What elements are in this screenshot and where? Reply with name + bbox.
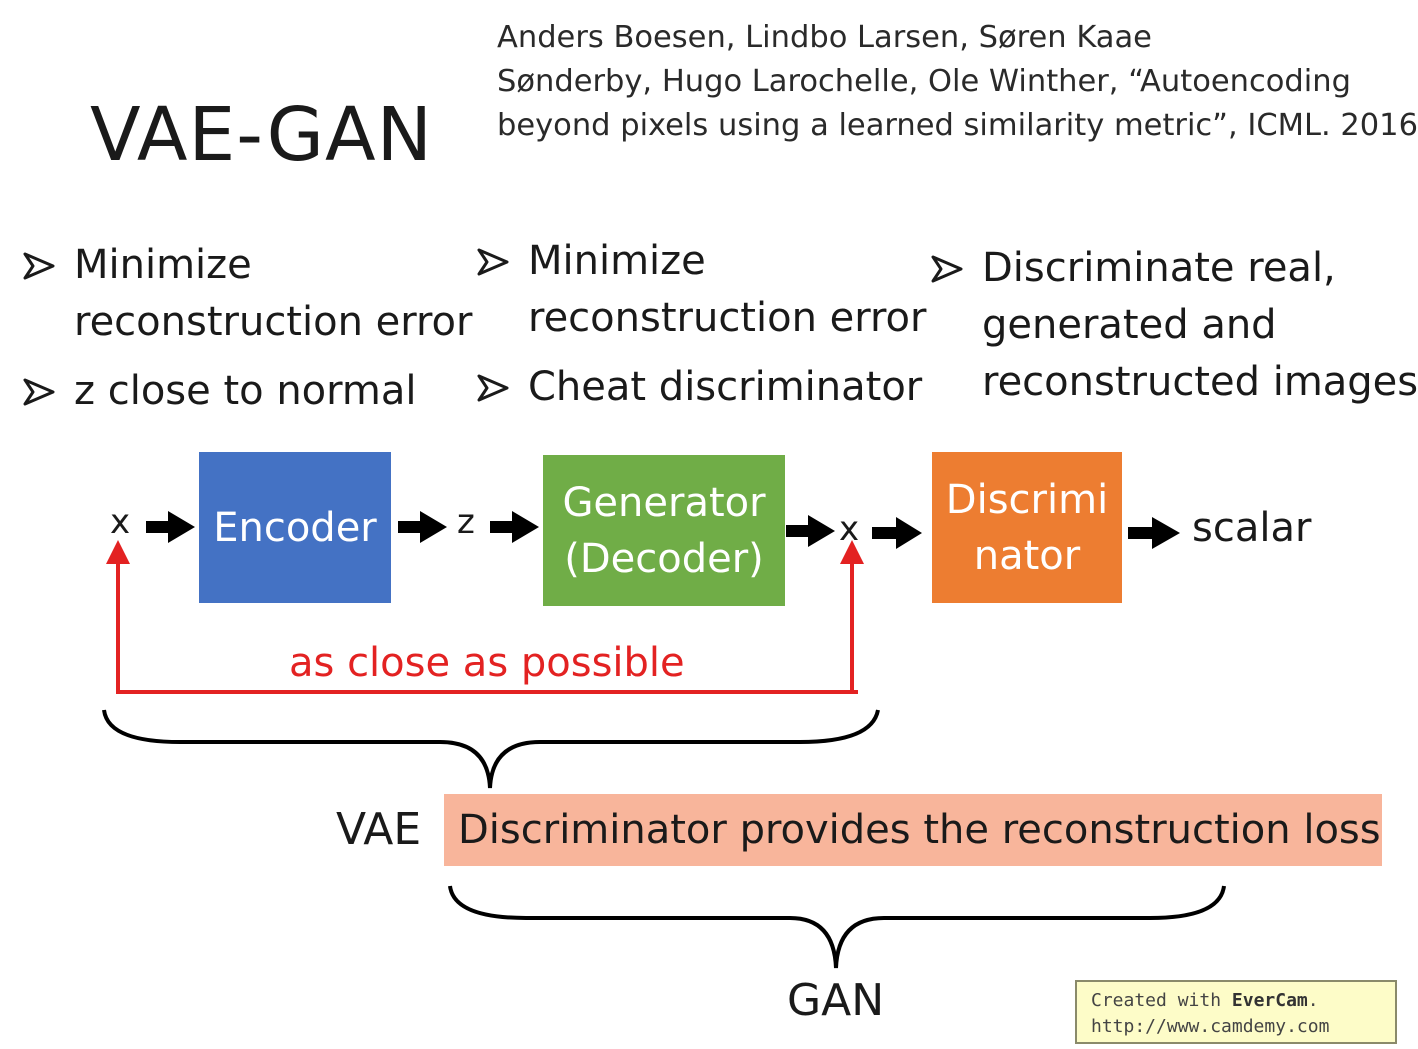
scalar-label: scalar bbox=[1192, 505, 1312, 551]
bullet-text: Minimize bbox=[74, 242, 252, 288]
watermark-prefix: Created with bbox=[1091, 990, 1232, 1011]
input-x-label: x bbox=[110, 502, 131, 542]
bullet-item: Cheat discriminator bbox=[476, 359, 926, 416]
bullet-text: reconstruction error bbox=[74, 299, 473, 345]
discriminator-label-line-2: nator bbox=[973, 532, 1081, 579]
bullet-arrow-icon bbox=[23, 378, 55, 406]
gan-label: GAN bbox=[787, 975, 885, 1026]
bullet-text: z close to normal bbox=[74, 368, 417, 414]
bullet-item: Discriminate real, generated and reconst… bbox=[930, 240, 1418, 411]
discriminator-block[interactable]: Discrimi nator bbox=[932, 452, 1122, 603]
encoder-bullets: Minimize reconstruction error z close to… bbox=[22, 237, 472, 420]
bullet-text: reconstructed images bbox=[982, 359, 1418, 405]
citation-line-1: Anders Boesen, Lindbo Larsen, Søren Kaae bbox=[497, 20, 1152, 55]
bullet-text: Discriminate real, bbox=[982, 245, 1336, 291]
bullet-item: Minimize reconstruction error bbox=[476, 233, 926, 347]
latent-z-label: z bbox=[457, 502, 475, 542]
evercam-watermark: Created with EverCam. http://www.camdemy… bbox=[1075, 980, 1397, 1044]
generator-bullets: Minimize reconstruction error Cheat disc… bbox=[476, 233, 926, 416]
arrow-discriminator-to-scalar-icon bbox=[1128, 517, 1180, 549]
vae-brace bbox=[102, 709, 880, 789]
loss-note-text: Discriminator provides the reconstructio… bbox=[458, 807, 1381, 853]
arrow-x-to-discriminator-icon bbox=[872, 517, 922, 549]
flow-arrows bbox=[146, 511, 1180, 549]
arrow-x-to-encoder-icon bbox=[146, 511, 195, 543]
generator-block[interactable]: Generator (Decoder) bbox=[543, 455, 785, 606]
vae-label: VAE bbox=[336, 804, 422, 855]
citation-line-3: beyond pixels using a learned similarity… bbox=[497, 108, 1418, 143]
bullet-arrow-icon bbox=[477, 374, 509, 402]
bullet-item: Minimize reconstruction error bbox=[22, 237, 472, 351]
citation: Anders Boesen, Lindbo Larsen, Søren Kaae… bbox=[497, 16, 1418, 148]
output-x-label: x bbox=[839, 509, 860, 549]
watermark-brand: EverCam bbox=[1231, 990, 1308, 1011]
citation-line-2: Sønderby, Hugo Larochelle, Ole Winther, … bbox=[497, 64, 1351, 99]
generator-label-line-1: Generator bbox=[562, 479, 766, 526]
slide-title: VAE-GAN bbox=[90, 92, 433, 178]
gan-brace bbox=[448, 885, 1226, 969]
bullet-arrow-icon bbox=[931, 255, 963, 283]
as-close-as-possible-label: as close as possible bbox=[289, 640, 685, 686]
bullet-text: reconstruction error bbox=[528, 295, 927, 341]
discriminator-label-line-1: Discrimi bbox=[945, 476, 1109, 523]
arrow-z-to-generator-icon bbox=[490, 511, 539, 543]
bullet-text: generated and bbox=[982, 302, 1277, 348]
discriminator-bullets: Discriminate real, generated and reconst… bbox=[930, 240, 1418, 411]
bullet-arrow-icon bbox=[23, 252, 55, 280]
bullet-text: Minimize bbox=[528, 238, 706, 284]
generator-label-line-2: (Decoder) bbox=[564, 535, 764, 582]
encoder-label: Encoder bbox=[213, 504, 377, 551]
reconstruction-loss-note: Discriminator provides the reconstructio… bbox=[444, 794, 1382, 866]
arrow-encoder-to-z-icon bbox=[398, 511, 447, 543]
bullet-arrow-icon bbox=[477, 248, 509, 276]
watermark-suffix: . bbox=[1307, 990, 1319, 1011]
bullet-item: z close to normal bbox=[22, 363, 472, 420]
arrow-generator-to-x-icon bbox=[786, 515, 835, 547]
watermark-url: http://www.camdemy.com bbox=[1091, 1016, 1330, 1037]
watermark-line-1: Created with EverCam. bbox=[1091, 988, 1395, 1014]
reconstruction-loop bbox=[106, 540, 864, 694]
encoder-block[interactable]: Encoder bbox=[199, 452, 391, 603]
bullet-text: Cheat discriminator bbox=[528, 364, 923, 410]
